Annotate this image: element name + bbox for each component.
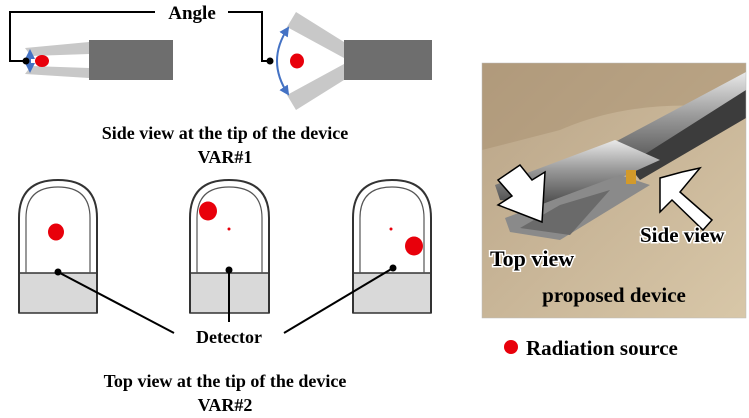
- radiation-source: [290, 53, 304, 69]
- top-view-variant: VAR#2: [198, 395, 253, 415]
- center-mark: [389, 227, 393, 231]
- side-view-variant: VAR#1: [198, 147, 253, 167]
- top-view-device-3: [352, 178, 432, 314]
- radiation-source: [199, 201, 217, 221]
- lower-jaw: [25, 66, 89, 78]
- top-view-device-2: [189, 178, 270, 314]
- detector-block: [18, 272, 98, 314]
- angle-label: Angle: [168, 3, 216, 24]
- detector-label: Detector: [196, 327, 262, 347]
- angle-callout-lines: [9, 11, 270, 62]
- angle-arc-arrow: [276, 26, 290, 96]
- detector-callout-lines: [57, 267, 394, 334]
- photo-caption: proposed device: [542, 283, 686, 307]
- device-outline: [18, 178, 98, 313]
- radiation-source: [405, 236, 423, 256]
- device-outline: [352, 178, 432, 313]
- top-view-device-1: [18, 178, 98, 314]
- radiation-source: [48, 223, 64, 241]
- top-view-arrow: [496, 163, 546, 224]
- detector-block: [352, 272, 432, 314]
- side-view-photo-label: Side view: [640, 223, 725, 247]
- upper-jaw: [25, 42, 89, 56]
- lower-jaw: [287, 64, 344, 110]
- side-view-arrow: [659, 166, 714, 232]
- radiation-legend-label: Radiation source: [526, 336, 678, 360]
- side-view-device-closed: [22, 40, 173, 80]
- device-outline: [189, 178, 270, 313]
- top-view-caption: Top view at the tip of the device: [104, 371, 347, 391]
- shaft: [344, 40, 432, 80]
- pivot-dot: [266, 57, 274, 65]
- pivot-dot: [22, 57, 30, 65]
- side-view-device-open: [266, 12, 432, 110]
- side-view-caption: Side view at the tip of the device: [102, 123, 348, 143]
- center-mark: [227, 227, 231, 231]
- radiation-legend-swatch: [504, 340, 518, 354]
- top-view-photo-label: Top view: [490, 246, 574, 271]
- upper-jaw: [287, 12, 344, 58]
- shaft: [89, 40, 173, 80]
- device-photo: [482, 63, 746, 318]
- radiation-source: [35, 55, 49, 67]
